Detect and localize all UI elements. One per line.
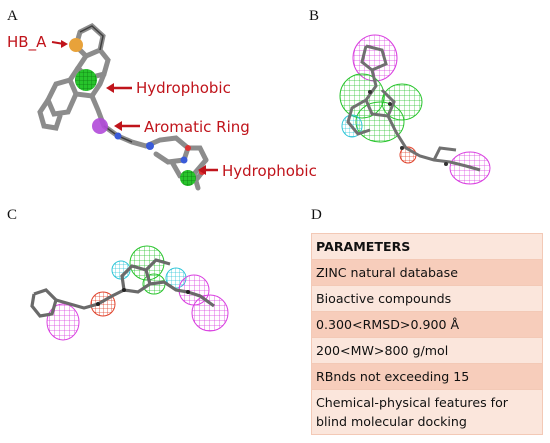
table-header-cell: PARAMETERS	[311, 233, 543, 260]
table-cell: Bioactive compounds	[311, 285, 543, 312]
label-aromatic-ring: Aromatic Ring	[144, 118, 250, 136]
table-row: Bioactive compounds	[311, 285, 543, 312]
panel-c-pharmacophore	[30, 245, 229, 341]
panel-a-molecule: HB_A Hydrophobic Aromatic Ring Hydrophob…	[7, 22, 317, 191]
panel-letter-b: B	[309, 8, 320, 24]
table-cell: ZINC natural database	[311, 259, 543, 286]
label-hydrophobic-2: Hydrophobic	[222, 162, 317, 180]
label-hydrophobic-1: Hydrophobic	[136, 79, 231, 97]
panel-letter-c: C	[7, 207, 18, 223]
table-row: ZINC natural database	[311, 259, 543, 286]
table-row: 0.300<RMSD>0.900 Å	[311, 311, 543, 338]
parameters-table: PARAMETERS ZINC natural database Bioacti…	[311, 233, 543, 435]
panel-b-pharmacophore	[339, 34, 491, 185]
table-row: Chemical-physical features for blind mol…	[311, 389, 543, 435]
table-cell: Chemical-physical features for blind mol…	[311, 389, 543, 435]
table-row: 200<MW>800 g/mol	[311, 337, 543, 364]
table-cell: 0.300<RMSD>0.900 Å	[311, 311, 543, 338]
table-header-row: PARAMETERS	[311, 233, 543, 260]
table-cell: RBnds not exceeding 15	[311, 363, 543, 390]
table-cell: 200<MW>800 g/mol	[311, 337, 543, 364]
panel-letter-a: A	[7, 8, 18, 24]
table-row: RBnds not exceeding 15	[311, 363, 543, 390]
panel-letter-d: D	[311, 207, 322, 223]
label-hb-acceptor: HB_A	[7, 33, 47, 52]
